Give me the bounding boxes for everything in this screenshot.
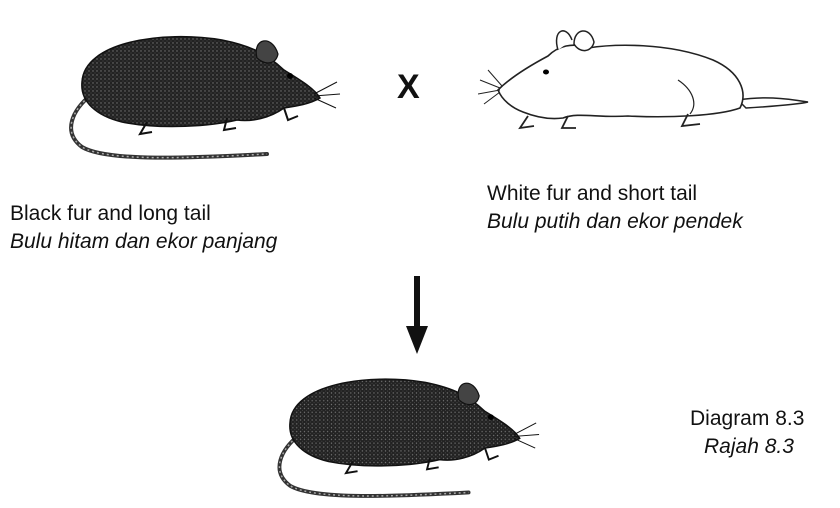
white-rat-label-malay: Bulu putih dan ekor pendek bbox=[487, 208, 743, 236]
diagram-caption-english: Diagram 8.3 bbox=[690, 405, 804, 433]
black-rat-offspring-image bbox=[256, 365, 546, 505]
down-arrow-icon bbox=[404, 276, 430, 356]
black-rat-label-malay: Bulu hitam dan ekor panjang bbox=[10, 228, 277, 256]
black-rat-label-english: Black fur and long tail bbox=[10, 200, 211, 228]
cross-symbol: X bbox=[397, 70, 420, 104]
white-rat-parent-image bbox=[478, 20, 818, 140]
black-rat-parent-image bbox=[52, 22, 342, 167]
diagram-caption-malay: Rajah 8.3 bbox=[704, 433, 794, 461]
white-rat-label-english: White fur and short tail bbox=[487, 180, 697, 208]
